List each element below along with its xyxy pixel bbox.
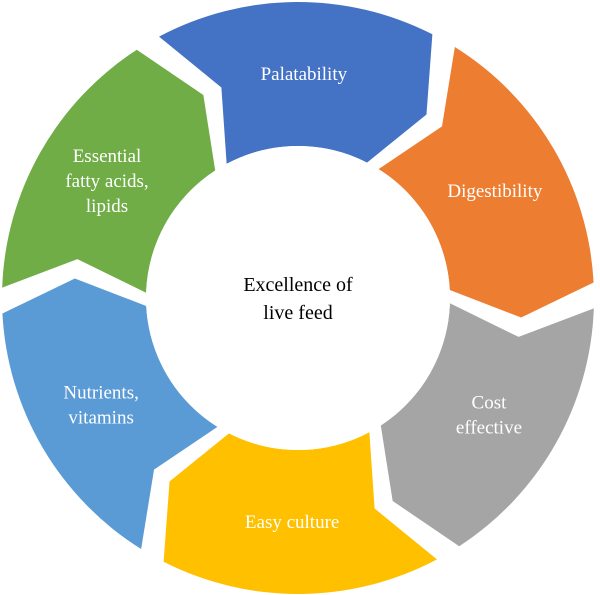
- segment-label-line: lipids: [86, 196, 128, 217]
- segment-label-line: fatty acids,: [65, 171, 148, 192]
- segment-label-line: vitamins: [68, 407, 133, 428]
- segment-cost-effective: [380, 303, 594, 547]
- segment-label-cost-effective: Cost effective: [456, 393, 522, 439]
- segment-label-line: Essential: [73, 146, 142, 167]
- segment-nutrients-vitamins: [2, 278, 218, 550]
- segment-easy-culture: [163, 432, 437, 594]
- segment-label-line: effective: [456, 418, 522, 439]
- segment-label-essential-fatty-acids: Essential fatty acids, lipids: [65, 146, 148, 217]
- segment-essential-fatty-acids: [2, 49, 216, 293]
- segment-label-nutrients-vitamins: Nutrients, vitamins: [63, 382, 138, 428]
- segment-palatability: [159, 2, 433, 164]
- segment-label-digestibility: Digestibility: [447, 181, 543, 202]
- segment-label-line: Easy culture: [245, 512, 339, 533]
- segment-digestibility: [378, 46, 594, 318]
- segment-label-line: Palatability: [261, 64, 348, 85]
- center-hole: [146, 146, 450, 450]
- center-label-line: Excellence of: [243, 274, 353, 296]
- center-label: Excellence of live feed: [243, 274, 353, 324]
- segment-label-palatability: Palatability: [261, 64, 348, 85]
- segment-label-line: Nutrients,: [63, 382, 138, 403]
- segment-label-line: Digestibility: [447, 181, 543, 202]
- center-label-line: live feed: [263, 302, 332, 324]
- segment-label-easy-culture: Easy culture: [245, 512, 339, 533]
- segment-label-line: Cost: [472, 393, 508, 414]
